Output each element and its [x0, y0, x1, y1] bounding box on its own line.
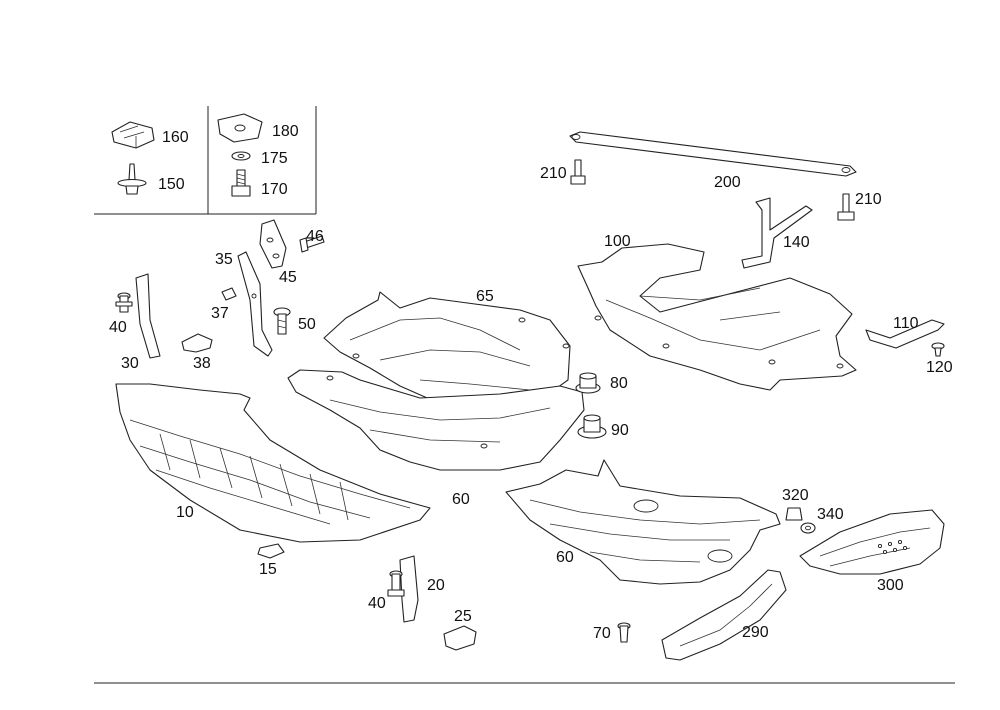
bolt-210-right-part[interactable] [837, 193, 855, 221]
callout-30[interactable]: 30 [121, 355, 139, 372]
nut-320-part[interactable] [785, 507, 803, 521]
callout-37[interactable]: 37 [211, 305, 229, 322]
callout-180[interactable]: 180 [272, 123, 299, 140]
callout-65[interactable]: 65 [476, 288, 494, 305]
side-panel-300-part[interactable] [799, 509, 945, 575]
front-lower-cover-10-part[interactable] [115, 383, 431, 543]
callout-120[interactable]: 120 [926, 359, 953, 376]
washer-340-part[interactable] [800, 522, 816, 534]
callout-300[interactable]: 300 [877, 577, 904, 594]
callout-175[interactable]: 175 [261, 150, 288, 167]
callout-50[interactable]: 50 [298, 316, 316, 333]
push-rivet-70-part[interactable] [617, 622, 631, 643]
callout-46[interactable]: 46 [306, 228, 324, 245]
callout-200[interactable]: 200 [714, 174, 741, 191]
callout-20[interactable]: 20 [427, 577, 445, 594]
callout-290[interactable]: 290 [742, 624, 769, 641]
bracket-140-part[interactable] [741, 197, 813, 269]
rubber-mount-80-part[interactable] [575, 372, 601, 394]
callout-25[interactable]: 25 [454, 608, 472, 625]
callout-160[interactable]: 160 [162, 129, 189, 146]
engine-shield-60-upper-part[interactable] [287, 369, 585, 471]
clip-nut-160-part[interactable] [111, 121, 155, 149]
screw-120-part[interactable] [931, 342, 945, 357]
bolt-50-part[interactable] [273, 307, 291, 335]
strut-bar-200-part[interactable] [569, 131, 857, 177]
callout-100[interactable]: 100 [604, 233, 631, 250]
engine-shield-60-lower-part[interactable] [505, 459, 781, 585]
callout-210-left[interactable]: 210 [540, 165, 567, 182]
bracket-35-part[interactable] [237, 251, 273, 357]
bolt-40-upper-part[interactable] [115, 292, 133, 313]
callout-110[interactable]: 110 [893, 315, 919, 332]
callout-170[interactable]: 170 [261, 181, 288, 198]
clip-38-part[interactable] [181, 333, 213, 353]
grommet-90-part[interactable] [577, 414, 607, 439]
callouts: 160 150 180 175 170 210 200 210 100 140 … [109, 123, 953, 642]
clip-15-part[interactable] [257, 543, 285, 559]
bolt-40-lower-part[interactable] [387, 570, 405, 597]
callout-210-right[interactable]: 210 [855, 191, 882, 208]
callout-70[interactable]: 70 [593, 625, 611, 642]
callout-320[interactable]: 320 [782, 487, 809, 504]
underbody-panel-100-part[interactable] [577, 243, 857, 391]
bolt-170-part[interactable] [231, 169, 251, 197]
callout-90[interactable]: 90 [611, 422, 629, 439]
clip-25-part[interactable] [443, 625, 477, 651]
bracket-20-part[interactable] [399, 555, 419, 623]
push-rivet-150-part[interactable] [117, 163, 147, 195]
callout-45[interactable]: 45 [279, 269, 297, 286]
callout-340[interactable]: 340 [817, 506, 844, 523]
side-trim-290-part[interactable] [661, 569, 787, 661]
callout-15[interactable]: 15 [259, 561, 277, 578]
callout-38[interactable]: 38 [193, 355, 211, 372]
callout-140[interactable]: 140 [783, 234, 810, 251]
callout-35[interactable]: 35 [215, 251, 233, 268]
clip-nut-180-part[interactable] [217, 113, 263, 143]
callout-10[interactable]: 10 [176, 504, 194, 521]
washer-175-part[interactable] [231, 151, 251, 161]
bolt-46-part[interactable] [299, 235, 325, 253]
bolt-210-left-part[interactable] [570, 159, 586, 185]
underbody-panel-65-part[interactable] [323, 291, 571, 411]
callout-60-lower[interactable]: 60 [556, 549, 574, 566]
clip-37-part[interactable] [221, 287, 237, 301]
callout-40-lower[interactable]: 40 [368, 595, 386, 612]
bracket-110-part[interactable] [865, 319, 945, 349]
bracket-30-part[interactable] [135, 273, 161, 359]
callout-150[interactable]: 150 [158, 176, 185, 193]
callout-60-upper[interactable]: 60 [452, 491, 470, 508]
callout-40-upper[interactable]: 40 [109, 319, 127, 336]
callout-80[interactable]: 80 [610, 375, 628, 392]
inset-frame [94, 106, 317, 215]
bracket-45-part[interactable] [259, 219, 287, 269]
